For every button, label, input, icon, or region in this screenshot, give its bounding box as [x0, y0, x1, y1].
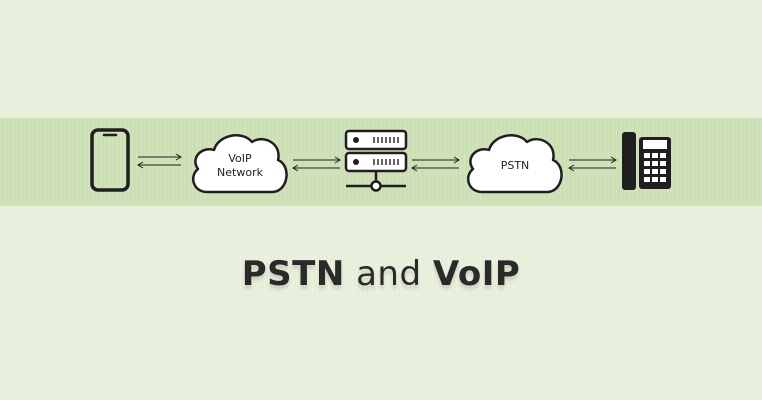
title-pstn: PSTN — [241, 254, 345, 294]
page-title: PSTN and VoIP — [0, 254, 762, 294]
pstn-voip-diagram: VoIP Network PSTN — [90, 128, 671, 194]
cloud-icon — [466, 134, 563, 194]
bidirectional-arrow — [568, 156, 617, 172]
smartphone-icon — [90, 128, 130, 192]
voip-network-cloud: VoIP Network — [191, 134, 288, 194]
server-icon — [344, 129, 408, 192]
pstn-cloud-label: PSTN — [501, 159, 530, 172]
title-voip: VoIP — [432, 254, 521, 294]
bidirectional-arrow — [292, 156, 341, 172]
bidirectional-arrow — [411, 156, 460, 172]
voip-cloud-label-line1: VoIP — [228, 152, 252, 165]
desk-phone-icon — [622, 132, 671, 190]
title-and: and — [356, 254, 422, 294]
voip-cloud-label-line2: Network — [217, 166, 264, 179]
bidirectional-arrow — [137, 153, 182, 169]
pstn-cloud: PSTN — [466, 134, 563, 194]
cloud-icon — [191, 134, 288, 194]
